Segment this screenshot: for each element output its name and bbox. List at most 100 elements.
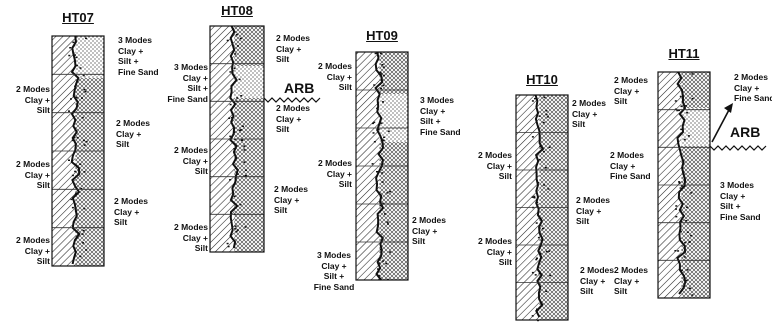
annotation-line: Clay +	[614, 276, 648, 287]
annotation-line: Silt	[276, 54, 310, 65]
ht11-clast	[679, 182, 681, 184]
ht11-title: HT11	[668, 46, 699, 61]
ht11-clast	[681, 270, 683, 272]
ht11-clast	[686, 207, 688, 209]
ht08-clast	[227, 243, 229, 245]
annotation-line: Fine Sand	[314, 282, 355, 293]
ht08-clast	[236, 231, 238, 233]
ht09-clast	[377, 268, 379, 270]
ht07-clast	[79, 256, 81, 258]
ht07-clast	[70, 98, 72, 100]
ht10-annotation-0: 2 ModesClay +Silt	[572, 98, 606, 130]
ht10-clast	[536, 202, 538, 204]
ht09-clast	[382, 101, 384, 103]
ht08-clast	[243, 145, 245, 147]
ht11-clast	[686, 280, 688, 282]
ht07-title: HT07	[62, 10, 94, 25]
ht07-clast	[72, 207, 74, 209]
ht08-clast	[237, 229, 239, 231]
annotation-line: Silt +	[167, 83, 208, 94]
ht07-annotation-4: 2 ModesClay +Silt	[114, 196, 148, 228]
ht09-clast	[384, 213, 386, 215]
ht10-clast	[543, 151, 545, 153]
ht11-clast	[682, 172, 684, 174]
annotation-line: Clay +	[116, 129, 150, 140]
ht10-clast	[546, 251, 548, 253]
ht09-clast	[389, 191, 391, 193]
ht07-clast	[75, 211, 77, 213]
ht11-clast	[678, 85, 680, 87]
ht10-clast	[547, 116, 549, 118]
annotation-line: Silt	[576, 216, 610, 227]
ht11-arb-label: ARB	[730, 124, 760, 140]
annotation-line: Silt	[580, 286, 614, 297]
ht08-clast	[236, 34, 238, 36]
annotation-line: Clay +	[720, 191, 761, 202]
ht08-arb-label: ARB	[284, 80, 314, 96]
ht10-annotation-3: 2 ModesClay +Silt	[478, 236, 512, 268]
ht11-clast	[685, 105, 687, 107]
annotation-line: Clay +	[572, 109, 606, 120]
ht11-clast	[674, 250, 676, 252]
ht10-clast	[534, 197, 536, 199]
ht10-clast	[540, 219, 542, 221]
annotation-line: Silt	[116, 139, 150, 150]
annotation-line: Silt	[16, 256, 50, 267]
ht10-clast	[539, 115, 541, 117]
ht11-clast	[692, 98, 694, 100]
ht08-clast	[240, 204, 242, 206]
ht07-clast	[77, 137, 79, 139]
core-column-ht11	[658, 72, 710, 298]
ht10-clast	[534, 98, 536, 100]
ht07-clast	[69, 47, 71, 49]
ht11-clast	[681, 106, 683, 108]
annotation-line: Fine Sand	[720, 212, 761, 223]
ht11-clast	[689, 288, 691, 290]
ht09-clast	[372, 123, 374, 125]
ht08-clast	[234, 196, 236, 198]
ht11-clast	[680, 187, 682, 189]
ht11-clast	[684, 256, 686, 258]
ht07-clast	[72, 42, 74, 44]
ht08-clast	[229, 136, 231, 138]
annotation-line: Clay +	[16, 95, 50, 106]
ht11-clast	[684, 139, 686, 141]
ht11-clast	[680, 231, 682, 233]
ht09-clast	[378, 129, 380, 131]
ht07-annotation-5: 2 ModesClay +Silt	[16, 235, 50, 267]
annotation-line: 2 Modes	[174, 145, 208, 156]
annotation-line: 2 Modes	[580, 265, 614, 276]
ht09-clast	[383, 66, 385, 68]
ht10-clast	[549, 275, 551, 277]
annotation-line: Silt	[478, 257, 512, 268]
annotation-line: Clay +	[478, 161, 512, 172]
ht09-clast	[381, 73, 383, 75]
core-column-ht08	[210, 26, 264, 252]
ht09-clast	[386, 192, 388, 194]
ht11-clast	[680, 129, 682, 131]
annotation-line: Silt	[318, 179, 352, 190]
ht09-clast	[372, 163, 374, 165]
annotation-line: 2 Modes	[610, 150, 651, 161]
annotation-line: Fine Sand	[118, 67, 159, 78]
annotation-line: Clay +	[167, 73, 208, 84]
annotation-line: Clay +	[276, 114, 310, 125]
ht09-clast	[382, 181, 384, 183]
ht08-clast	[227, 40, 229, 42]
annotation-line: 2 Modes	[16, 235, 50, 246]
ht08-clast	[229, 179, 231, 181]
annotation-line: Silt	[412, 236, 446, 247]
ht10-clast	[533, 196, 535, 198]
ht07-clast	[84, 144, 86, 146]
ht10-clast	[541, 149, 543, 151]
annotation-line: Clay +	[274, 195, 308, 206]
annotation-line: 2 Modes	[576, 195, 610, 206]
ht10-clast	[538, 237, 540, 239]
annotation-line: Fine Sand	[420, 127, 461, 138]
ht07-clast	[83, 230, 85, 232]
ht10-title: HT10	[526, 72, 558, 87]
annotation-line: 3 Modes	[420, 95, 461, 106]
annotation-line: Clay +	[114, 207, 148, 218]
annotation-line: Fine Sand	[610, 171, 651, 182]
